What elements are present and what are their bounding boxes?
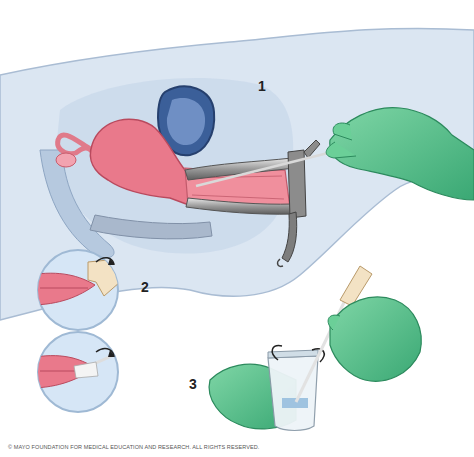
sampling-brush-rod	[196, 150, 340, 186]
specimen-vial	[268, 356, 318, 431]
inset-spatula	[30, 250, 130, 330]
glove-finger	[326, 142, 356, 158]
inset-brush	[30, 332, 125, 412]
vial-label	[282, 398, 308, 408]
bladder-inner	[167, 98, 205, 145]
speculum-upper-blade	[185, 158, 295, 180]
callout-number: 2	[141, 279, 149, 295]
speculum-hook	[278, 259, 283, 266]
copyright-note: © MAYO FOUNDATION FOR MEDICAL EDUCATION …	[8, 444, 259, 450]
swirl-arrow	[272, 346, 282, 360]
uterus	[90, 119, 197, 204]
speculum-handle	[282, 212, 297, 262]
rectum	[90, 215, 212, 239]
speculum-lower-blade	[186, 198, 293, 214]
callout-number: 3	[189, 376, 197, 392]
ovary	[56, 153, 76, 167]
glove-finger	[328, 315, 340, 330]
body-outline	[0, 28, 474, 320]
glove-thumb	[333, 123, 352, 140]
right-gloved-hand	[330, 297, 421, 381]
callout-number: 1	[258, 78, 266, 94]
canal-folds	[192, 176, 284, 199]
